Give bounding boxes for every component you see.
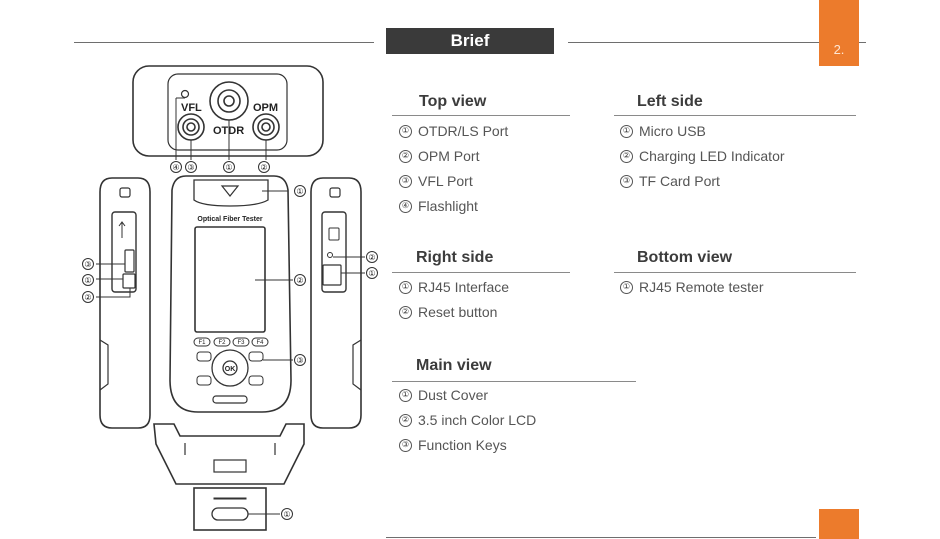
- callout-top-1: ①: [225, 163, 232, 172]
- key-ok: OK: [225, 366, 236, 373]
- section-rule-top-view: [392, 115, 570, 116]
- section-title-right-side: Right side: [416, 249, 494, 266]
- page-number-tab: 2.: [819, 0, 859, 66]
- brief-title: Brief: [386, 28, 554, 54]
- bottom-view-drawing: ①: [153, 423, 305, 531]
- main-view-drawing: Optical Fiber Tester F1 F2 F3 F4 OK ① ② …: [169, 175, 306, 413]
- section-title-main-view: Main view: [416, 357, 492, 374]
- section-rule-right-side: [392, 272, 570, 273]
- port-label-vfl: VFL: [181, 102, 202, 114]
- callout-right-2: ②: [368, 253, 375, 262]
- callout-top-4: ④: [172, 163, 179, 172]
- section-title-bottom-view: Bottom view: [637, 249, 733, 266]
- callout-main-2: ②: [296, 276, 303, 285]
- callout-left-3: ③: [84, 260, 91, 269]
- callout-left-1: ①: [84, 276, 91, 285]
- callout-main-1: ①: [296, 187, 303, 196]
- section-title-left-side: Left side: [637, 93, 703, 110]
- footer-rule: [386, 537, 816, 538]
- key-f2: F2: [218, 340, 226, 346]
- header-rule-right: [568, 42, 866, 43]
- callout-left-2: ②: [84, 293, 91, 302]
- left-side-drawing: ③ ① ②: [82, 177, 151, 429]
- device-diagram: VFL OTDR OPM ④ ③ ① ② ③ ① ②: [82, 65, 378, 531]
- key-f3: F3: [237, 340, 245, 346]
- callout-right-1: ①: [368, 269, 375, 278]
- key-f1: F1: [198, 340, 206, 346]
- key-f4: F4: [256, 340, 264, 346]
- section-rule-bottom-view: [614, 272, 856, 273]
- section-rule-left-side: [614, 115, 856, 116]
- device-brand-label: Optical Fiber Tester: [197, 216, 262, 223]
- callout-main-3: ③: [296, 356, 303, 365]
- right-side-drawing: ② ①: [310, 177, 378, 429]
- top-view-drawing: VFL OTDR OPM ④ ③ ① ②: [132, 65, 324, 173]
- callout-top-3: ③: [187, 163, 194, 172]
- section-rule-main-view: [392, 381, 636, 382]
- page-number: 2.: [833, 42, 845, 57]
- section-title-top-view: Top view: [419, 93, 487, 110]
- callout-top-2: ②: [260, 163, 267, 172]
- corner-tab: [819, 509, 859, 539]
- callout-bottom-1: ①: [283, 510, 290, 519]
- header-rule-left: [74, 42, 374, 43]
- port-label-opm: OPM: [253, 102, 278, 114]
